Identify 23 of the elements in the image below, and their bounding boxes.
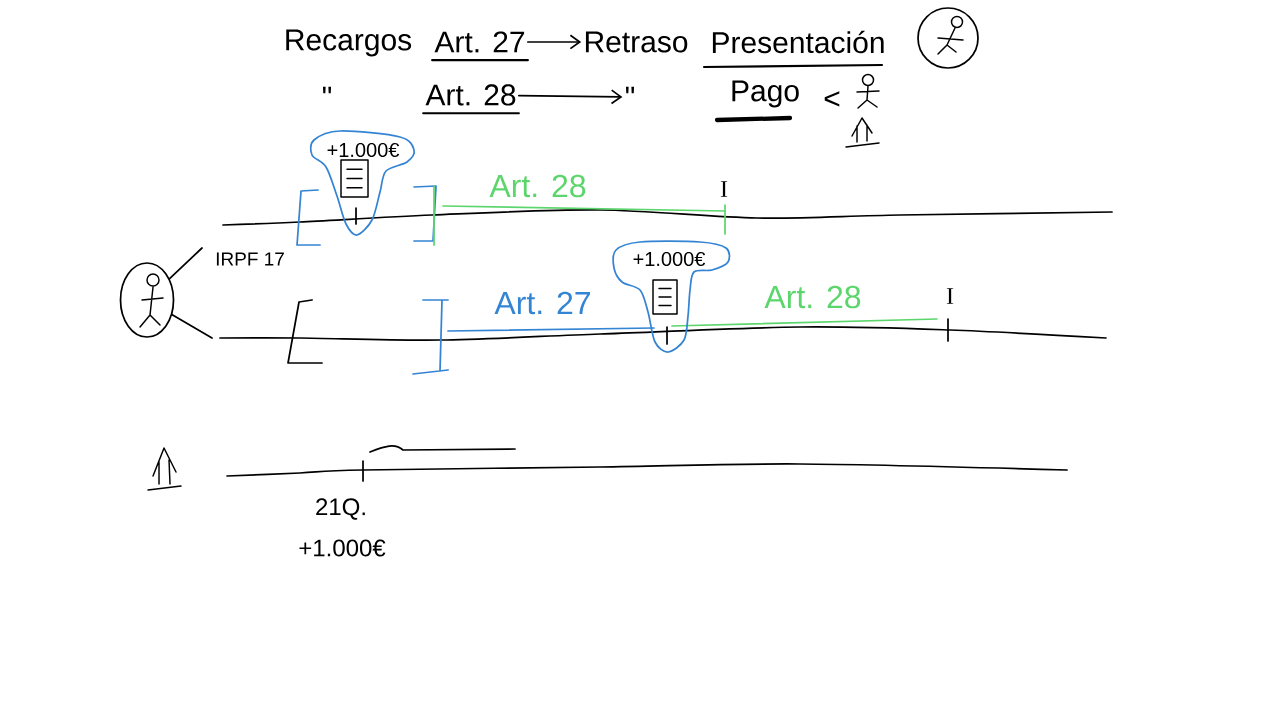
less-than-sign: < — [824, 91, 840, 107]
callout-cloud: +1.000€ — [309, 130, 416, 236]
callout-cloud: +1.000€ — [612, 240, 731, 353]
ditto-mark: " — [625, 86, 635, 94]
heading-word: Presentación — [712, 30, 884, 54]
underlined-term: Art. 28 — [422, 84, 520, 115]
underlined-term: Art. 27 — [431, 31, 529, 62]
tick-label: I — [720, 181, 728, 197]
tick-label: I — [946, 288, 954, 304]
tax-year-label: IRPF 17 — [216, 252, 284, 266]
term: Retraso — [585, 31, 688, 53]
heading-word: Pago — [732, 80, 799, 108]
period-label: Art. 28 — [489, 174, 586, 198]
amount-label: +1.000€ — [299, 539, 386, 557]
arrow — [518, 89, 623, 105]
person-circle — [119, 262, 175, 338]
period-label: Art. 28 — [764, 285, 861, 309]
ditto-mark: " — [322, 86, 332, 94]
branch-line — [171, 313, 213, 339]
branch-line — [168, 247, 203, 280]
date-label: 21Q. — [316, 498, 365, 520]
heading-word: Recargos — [286, 29, 412, 57]
arrow — [527, 34, 582, 50]
